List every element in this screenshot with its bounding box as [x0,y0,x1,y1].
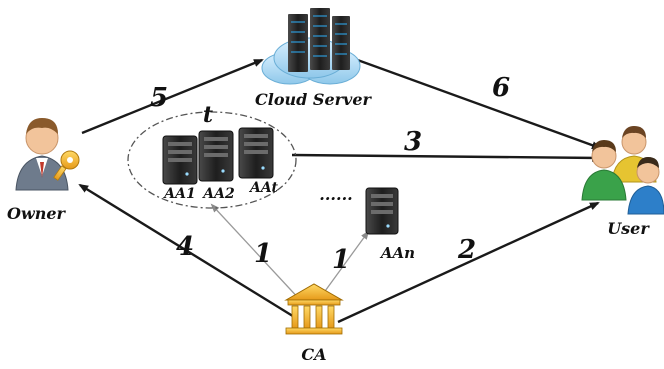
aat-server-icon [238,127,274,179]
edge-aa-group-to-user [291,153,602,162]
user-icon [581,126,664,215]
cloud-server-icon [261,8,361,85]
edge-cloud-to-user [351,56,602,150]
ca-building-icon [284,283,344,335]
edge-label-2: 2 [457,235,476,265]
aa1-label: AA1 [162,186,195,202]
edge-ca-to-aan [319,230,370,299]
edge-ca-to-user [337,201,600,324]
threshold-label: t [203,102,213,128]
edge-owner-to-cloud [81,58,264,135]
ca-label: CA [301,345,326,364]
edge-ca-to-aa-group [210,203,303,303]
edge-label-6: 6 [492,73,510,103]
owner-icon [15,118,80,191]
user-label: User [607,219,650,238]
aan-server-icon [365,187,399,235]
aa1-server-icon [162,135,198,185]
edge-label-3: 3 [404,127,422,157]
aat-label: AAt [248,180,278,196]
cloud-server-label: Cloud Server [255,90,373,109]
edge-label-5: 5 [150,83,168,113]
edge-label-1b: 1 [332,245,350,275]
edge-label-1a: 1 [254,239,272,269]
aa2-server-icon [198,130,234,182]
aa2-label: AA2 [201,186,235,202]
owner-label: Owner [7,204,67,223]
ellipsis-label: ...... [319,185,352,204]
aan-label: AAn [379,244,415,262]
edge-label-4: 4 [176,232,194,262]
aa-group-boundary [127,111,297,209]
edge-ca-to-owner [78,183,297,320]
